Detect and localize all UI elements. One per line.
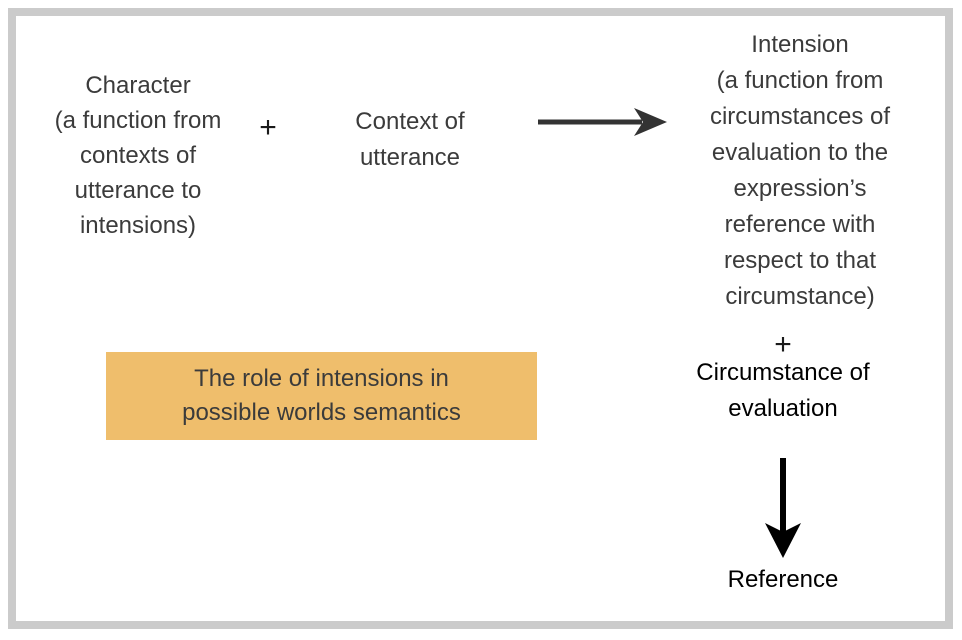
reference-label: Reference bbox=[727, 566, 839, 593]
right-arrow-head bbox=[634, 108, 667, 136]
down-arrow-icon bbox=[765, 458, 801, 558]
highlight-caption-text: The role of intensions in possible world… bbox=[182, 365, 461, 426]
plus-sign-top: + bbox=[259, 111, 277, 144]
highlight-caption-box: The role of intensions in possible world… bbox=[106, 352, 537, 440]
plus-sign-right: + bbox=[774, 328, 792, 361]
down-arrow-shaft bbox=[780, 458, 786, 532]
circumstance-of-evaluation-label: Circumstance of evaluation bbox=[696, 359, 870, 422]
diagram-frame bbox=[8, 8, 953, 629]
character-label: Character (a function from contexts of u… bbox=[54, 72, 222, 239]
right-arrow-icon bbox=[538, 108, 667, 136]
intension-label: Intension (a function from circumstances… bbox=[709, 31, 891, 310]
down-arrow-head bbox=[765, 523, 801, 558]
context-of-utterance-label: Context of utterance bbox=[355, 108, 465, 171]
